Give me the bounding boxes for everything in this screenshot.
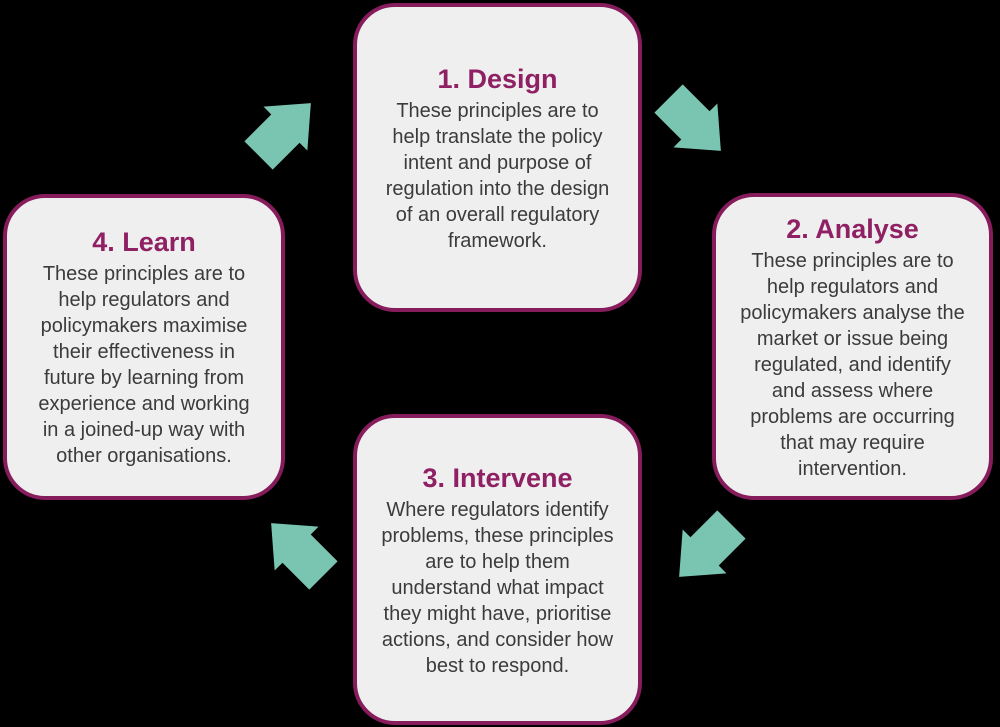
stage-description-learn: These principles are to help regulators … [38,263,250,467]
arrow-design-to-analyse-icon [654,84,721,151]
stage-description-design: These principles are to help translate t… [385,99,610,252]
stage-description-analyse: These principles are to help regulators … [740,249,965,480]
stage-card-learn: 4. Learn These principles are to help re… [3,194,285,500]
stage-title-intervene: 3. Intervene [422,462,573,493]
stage-card-analyse: 2. Analyse These principles are to help … [712,193,993,500]
stage-card-design: 1. Design These principles are to help t… [353,3,642,312]
stage-title-learn: 4. Learn [92,227,196,257]
stage-title-design: 1. Design [437,63,558,94]
arrow-learn-to-design-icon [244,103,311,170]
arrow-analyse-to-intervene-icon [679,510,746,577]
stage-card-intervene: 3. Intervene Where regulators identify p… [353,414,642,725]
stage-title-analyse: 2. Analyse [786,213,919,244]
arrow-intervene-to-learn-icon [271,523,338,590]
stage-description-intervene: Where regulators identify problems, thes… [381,498,614,677]
